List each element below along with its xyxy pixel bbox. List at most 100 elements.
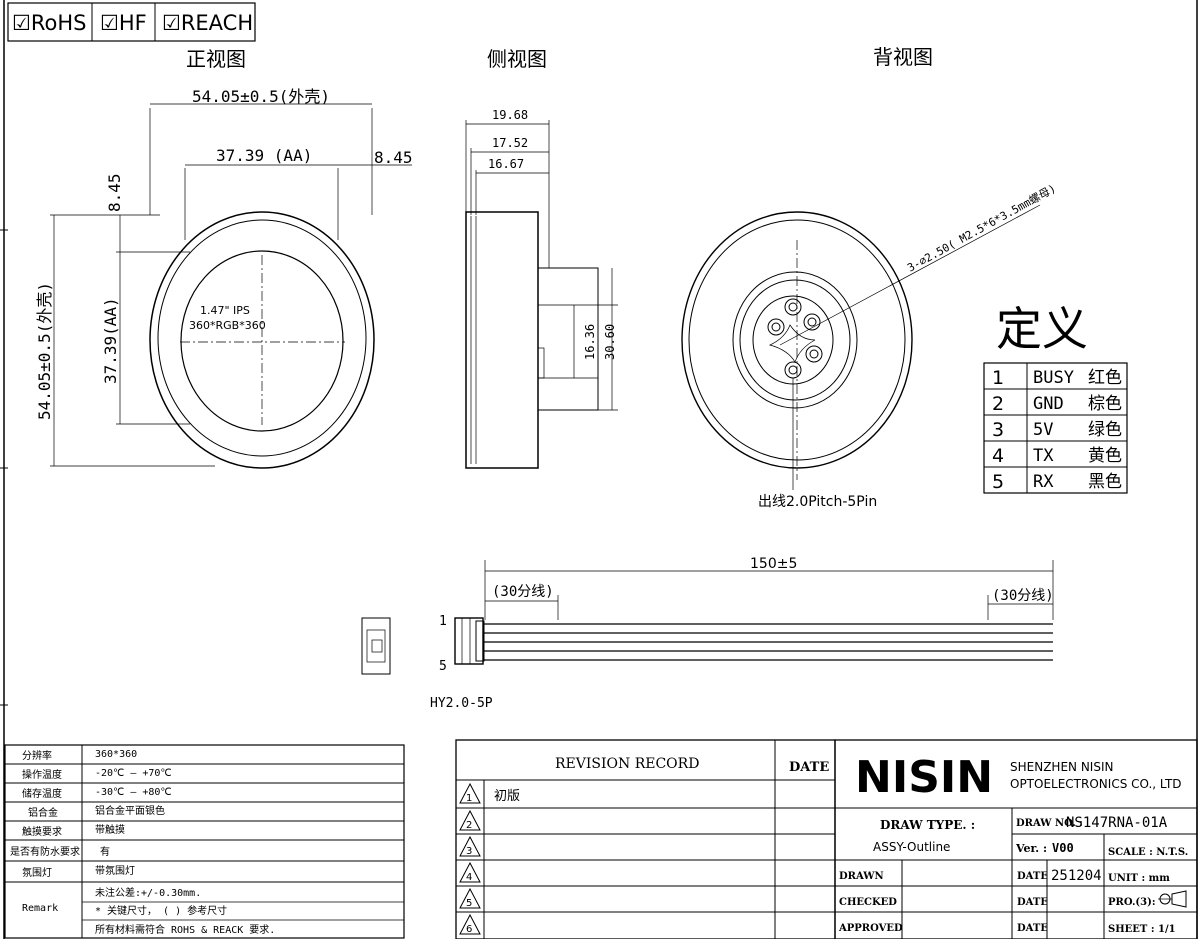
hole-spec: 3-⌀2.50( M2.5*6*3.5mm螺母): [905, 182, 1058, 275]
date-label: DATE: [1017, 897, 1048, 908]
pin-number: 5: [992, 471, 1004, 493]
pin-wire-color: 红色: [1088, 368, 1122, 388]
side-height-2: 30.60: [603, 324, 617, 360]
sheet-label: SHEET : 1/1: [1108, 924, 1176, 935]
date-label: DATE: [1017, 923, 1048, 934]
approved-label: APPROVED: [838, 923, 903, 934]
side-height-1: 16.36: [583, 324, 597, 360]
back-view-title: 背视图: [873, 45, 933, 69]
pin-wire-color: 棕色: [1088, 394, 1122, 414]
spec-value: 有: [100, 845, 110, 858]
side-dim-2: 17.52: [492, 136, 528, 150]
rev-number: 3: [466, 846, 472, 857]
rev-number: 6: [466, 924, 472, 935]
spec-value: -30℃ — +80℃: [95, 787, 172, 798]
revision-entry: 初版: [494, 789, 520, 804]
outer-height-dim: 54.05±0.5(外壳): [35, 282, 54, 420]
cable-out-spec: 出线2.0Pitch-5Pin: [758, 494, 877, 510]
side-dim-1: 19.68: [492, 108, 528, 122]
spec-label: 操作温度: [22, 768, 62, 781]
projection-label: PRO.(3):: [1108, 897, 1156, 908]
gap-top-dim: 8.45: [105, 173, 124, 212]
side-view: 19.68 17.52 16.67 16.36 30.60: [465, 108, 618, 469]
aa-width-dim: 37.39 (AA): [216, 146, 312, 165]
company-name-line2: OPTOELECTRONICS CO., LTD: [1010, 777, 1182, 791]
spec-label: 是否有防水要求: [10, 845, 80, 858]
pin-wire-color: 黄色: [1088, 446, 1122, 466]
pin-signal: BUSY: [1033, 368, 1074, 388]
aa-height-dim: 37.39(AA): [101, 297, 120, 384]
outer-width-dim: 54.05±0.5(外壳): [192, 87, 330, 106]
spec-label: 触摸要求: [22, 825, 62, 838]
spec-label: 分辨率: [22, 749, 52, 762]
spec-value: 360*360: [95, 749, 137, 760]
ver-value: V00: [1052, 841, 1074, 855]
drawn-label: DRAWN: [839, 871, 884, 882]
pin-wire-color: 黑色: [1088, 472, 1122, 492]
revision-record: REVISION RECORD DATE 1 2 3 4 5 6 初版: [455, 739, 836, 939]
pin-signal: 5V: [1033, 420, 1053, 440]
spec-label: 氛围灯: [22, 866, 52, 879]
title-block: NISIN SHENZHEN NISIN OPTOELECTRONICS CO.…: [834, 739, 1198, 939]
draw-no-label: DRAW NO. :: [1016, 818, 1083, 829]
rev-number: 2: [466, 820, 472, 831]
left-split-note: (30分线): [492, 584, 554, 600]
pin-number: 1: [992, 367, 1004, 389]
pin-1-label: 1: [439, 614, 447, 629]
side-view-title: 侧视图: [487, 47, 547, 71]
draw-type-value: ASSY-Outline: [873, 840, 950, 854]
spec-value: -20℃ — +70℃: [95, 768, 172, 779]
pin-number: 2: [992, 393, 1004, 415]
pin-5-label: 5: [439, 659, 447, 674]
pin-wire-color: 绿色: [1088, 420, 1122, 440]
display-resolution-label: 360*RGB*360: [189, 319, 266, 332]
front-view-title: 正视图: [186, 47, 246, 71]
rohs-badge: ☑RoHS: [12, 11, 86, 35]
reach-badge: ☑REACH: [162, 11, 253, 35]
revision-date-header: DATE: [789, 760, 829, 775]
spec-label: 储存温度: [22, 787, 62, 800]
date-label: DATE: [1017, 871, 1048, 882]
pin-number: 4: [992, 445, 1004, 467]
revision-header: REVISION RECORD: [555, 756, 699, 772]
company-logo: NISIN: [855, 752, 993, 803]
pin-number: 3: [992, 419, 1004, 441]
spec-label: 铝合金: [28, 806, 58, 819]
pin-definition: 定义 1 BUSY 红色 2 GND 棕色 3 5V 绿色 4 TX 黄色 5 …: [983, 302, 1128, 494]
side-dim-3: 16.67: [488, 157, 524, 171]
rev-number: 5: [466, 898, 472, 909]
remark-label: Remark: [22, 903, 58, 914]
rev-number: 4: [466, 872, 472, 883]
definition-title: 定义: [996, 302, 1088, 356]
rev-number: 1: [466, 793, 472, 804]
pin-signal: RX: [1033, 472, 1054, 492]
spec-value: 带氛围灯: [95, 864, 135, 877]
draw-no-value: NS147RNA-01A: [1066, 815, 1168, 831]
pin-signal: GND: [1033, 394, 1064, 414]
scale-label: SCALE : N.T.S.: [1108, 847, 1188, 858]
cable-assembly: 150±5 (30分线) (30分线) 1 5 HY2.0-5P: [361, 556, 1054, 711]
checked-label: CHECKED: [839, 897, 897, 908]
date-value: 251204: [1051, 868, 1102, 884]
front-view: 54.05±0.5(外壳) 37.39 (AA) 8.45 8.45 54.05…: [35, 87, 413, 469]
compliance-badges: ☑RoHS ☑HF ☑REACH: [7, 2, 256, 42]
connector-type: HY2.0-5P: [430, 696, 493, 711]
right-split-note: (30分线): [992, 588, 1054, 604]
remark-line: 未注公差:+/-0.30mm.: [95, 886, 201, 899]
draw-type-label: DRAW TYPE. :: [880, 818, 975, 832]
projection-icon: [1158, 890, 1187, 908]
remark-line: * 关键尺寸， ( ) 参考尺寸: [95, 904, 227, 917]
pin-signal: TX: [1033, 446, 1054, 466]
spec-table: 分辨率 360*360 操作温度 -20℃ — +70℃ 储存温度 -30℃ —…: [4, 744, 405, 939]
spec-value: 铝合金平面银色: [95, 804, 165, 817]
display-type-label: 1.47" IPS: [200, 304, 250, 317]
gap-right-dim: 8.45: [374, 148, 413, 167]
unit-label: UNIT : mm: [1108, 873, 1170, 884]
hf-badge: ☑HF: [100, 11, 147, 35]
cable-length-dim: 150±5: [750, 556, 797, 572]
spec-value: 带触摸: [95, 823, 125, 836]
ver-label: Ver. :: [1015, 842, 1047, 855]
remark-line: 所有材料需符合 ROHS & REACK 要求.: [95, 923, 275, 936]
company-name-line1: SHENZHEN NISIN: [1010, 760, 1113, 774]
